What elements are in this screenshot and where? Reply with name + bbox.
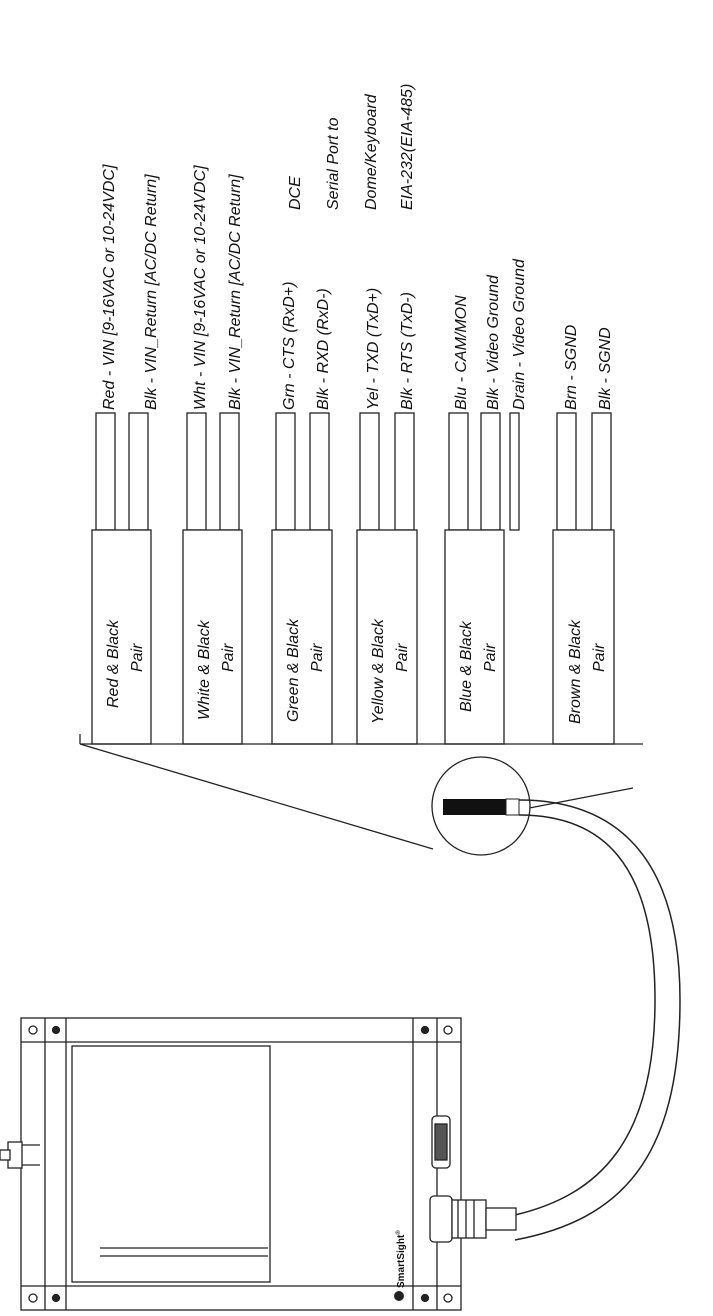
wire <box>509 412 520 531</box>
device <box>0 1017 517 1311</box>
pair-name: White & Black <box>196 619 213 720</box>
pair-name: Red & Black <box>105 619 122 708</box>
pair-jacket-white <box>182 529 243 745</box>
screw-icon <box>443 1293 453 1303</box>
wire-label: Blk - RXD (RxD-) <box>315 288 332 410</box>
pair-names: Red & Black Pair White & Black Pair Gree… <box>105 618 608 724</box>
pair-jackets <box>91 529 615 745</box>
pair-jacket-green <box>271 529 333 745</box>
brand-logo-text: SmartSight® <box>395 1230 407 1288</box>
pair-name: Pair <box>220 643 237 672</box>
wire-label: Blk - SGND <box>597 327 614 410</box>
cable-connector-tip <box>505 798 520 816</box>
wire <box>309 412 330 531</box>
callout-line-left <box>79 743 434 850</box>
wire <box>591 412 612 531</box>
wire-conductors <box>95 412 612 531</box>
pair-name: Pair <box>482 643 499 672</box>
wire <box>275 412 296 531</box>
wire <box>394 412 415 531</box>
wire-label: Blk - Video Ground <box>485 274 502 410</box>
serial-note-line-3: Dome/Keyboard <box>363 93 380 210</box>
serial-note: DCE Serial Port to Dome/Keyboard EIA-232… <box>287 84 416 210</box>
wire-label: Wht - VIN [9-16VAC or 10-24VDC] <box>192 165 209 410</box>
cable-connector <box>429 1195 453 1243</box>
wire-label: Drain - Video Ground <box>511 258 528 410</box>
serial-note-line-4: EIA-232(EIA-485) <box>399 84 416 210</box>
device-port-inner <box>434 1123 448 1161</box>
wire-label: Brn - SGND <box>563 324 580 410</box>
cable-outer-edge <box>514 799 681 1241</box>
pair-name: Brown & Black <box>567 619 584 724</box>
pair-name: Yellow & Black <box>370 618 387 724</box>
pair-name: Green & Black <box>285 618 302 722</box>
brand-logo-icon <box>394 1291 404 1301</box>
callout-line-right <box>518 787 634 811</box>
pair-jacket-yellow <box>356 529 418 745</box>
wire <box>359 412 380 531</box>
wire <box>448 412 469 531</box>
wire <box>480 412 501 531</box>
wire-labels: Red - VIN [9-16VAC or 10-24VDC] Blk - VI… <box>101 164 614 410</box>
cable-connector-body <box>451 1199 487 1239</box>
wire <box>556 412 577 531</box>
wire-label: Grn - CTS (RxD+) <box>281 282 298 410</box>
cable <box>514 799 681 1241</box>
screw-icon <box>420 1293 430 1303</box>
pair-name: Blue & Black <box>458 620 475 712</box>
wire <box>186 412 207 531</box>
screw-icon <box>51 1025 61 1035</box>
pair-jacket-blue <box>444 529 505 745</box>
cable-connector-end <box>443 799 519 815</box>
pair-name: Pair <box>129 643 146 672</box>
device-panel <box>71 1045 271 1283</box>
wire-label: Blk - VIN_Return [AC/DC Return] <box>143 174 160 410</box>
antenna-tip <box>0 1149 11 1161</box>
wire-label: Yel - TXD (TxD+) <box>365 288 382 410</box>
screw-icon <box>420 1025 430 1035</box>
screw-icon <box>28 1293 38 1303</box>
cable-connector-boot <box>485 1207 517 1231</box>
screw-icon <box>443 1025 453 1035</box>
wire-label: Blk - RTS (TxD-) <box>399 292 416 410</box>
wire-label: Blu - CAM/MON <box>453 295 470 410</box>
wire <box>219 412 240 531</box>
screw-icon <box>51 1293 61 1303</box>
serial-note-line-2: Serial Port to <box>325 117 342 210</box>
cable-inner-edge <box>514 814 656 1216</box>
brand-logo: SmartSight® <box>394 1230 407 1301</box>
wire <box>95 412 116 531</box>
wire <box>128 412 149 531</box>
pair-name: Pair <box>591 643 608 672</box>
pair-name: Pair <box>309 643 326 672</box>
pair-jacket-red <box>91 529 152 745</box>
wire-label: Blk - VIN_Return [AC/DC Return] <box>227 174 244 410</box>
wire-label: Red - VIN [9-16VAC or 10-24VDC] <box>101 164 118 410</box>
screw-icon <box>28 1025 38 1035</box>
callout-lines <box>79 734 643 850</box>
serial-note-line-1: DCE <box>287 176 304 210</box>
pair-jacket-brown <box>552 529 615 745</box>
pair-name: Pair <box>394 643 411 672</box>
magnifier <box>431 756 531 856</box>
